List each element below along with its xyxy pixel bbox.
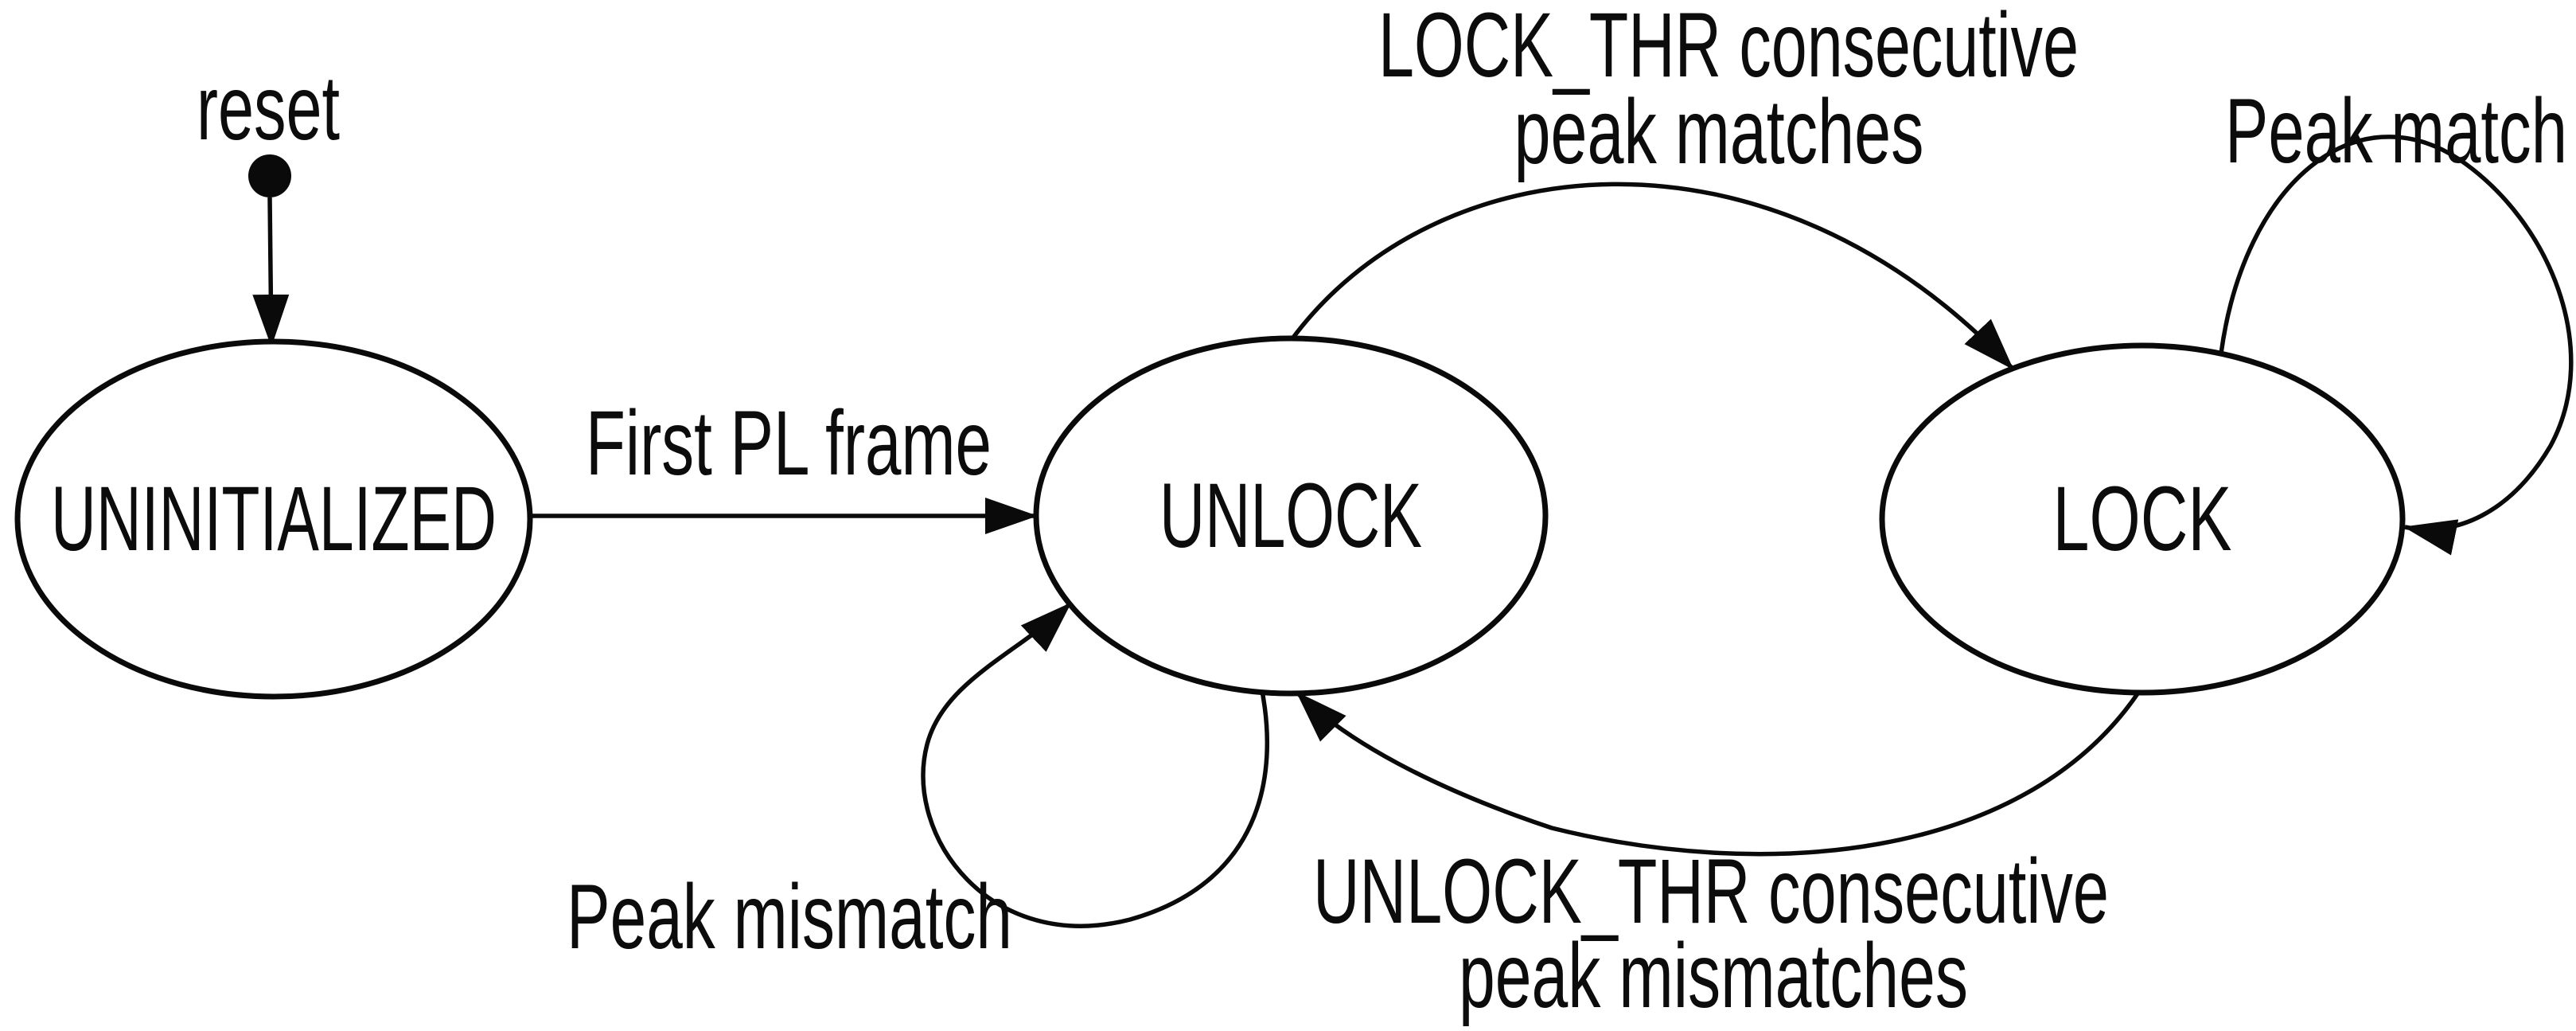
transition-reset: reset	[197, 57, 340, 347]
transition-first-pl-frame: First PL frame	[530, 392, 1038, 534]
state-label-lock: LOCK	[2053, 468, 2232, 570]
transition-label-lock-thr-line2: peak matches	[1514, 81, 1924, 183]
transition-label-lock-thr-line1: LOCK_THR consecutive	[1378, 0, 2079, 96]
state-ellipse-uninitialized	[14, 338, 533, 700]
state-unlock: UNLOCK	[1033, 335, 1549, 697]
transition-label-unlock-thr-line2: peak mismatches	[1459, 925, 1968, 1027]
transition-label-reset: reset	[197, 57, 340, 159]
transition-label-peak-match: Peak match	[2225, 80, 2567, 182]
state-ellipse-unlock	[1033, 335, 1549, 697]
transition-label-unlock-thr-line1: UNLOCK_THR consecutive	[1313, 841, 2109, 943]
transition-peak-mismatch-loop	[921, 602, 1270, 928]
transition-label-peak-mismatch: Peak mismatch	[567, 866, 1012, 968]
transition-lock-thr-arc	[1288, 182, 2015, 370]
state-label-unlock: UNLOCK	[1159, 465, 1422, 567]
initial-state-dot-icon	[248, 154, 291, 197]
transition-peak-match: Peak match	[2219, 80, 2574, 556]
transition-label-first-pl-frame: First PL frame	[586, 392, 992, 494]
transition-unlock-thr-arc	[1296, 691, 2141, 857]
transition-unlock-thr: UNLOCK_THR consecutive peak mismatches	[1296, 691, 2141, 1027]
transition-peak-mismatch: Peak mismatch	[567, 602, 1270, 968]
state-lock: LOCK	[1879, 342, 2406, 696]
transition-reset-arrow	[252, 197, 290, 347]
state-uninitialized: UNINITIALIZED	[14, 338, 533, 700]
state-label-uninitialized: UNINITIALIZED	[51, 468, 497, 570]
transition-lock-thr: LOCK_THR consecutive peak matches	[1288, 0, 2079, 370]
state-ellipse-lock	[1879, 342, 2406, 696]
transition-peak-match-loop	[2219, 135, 2574, 556]
